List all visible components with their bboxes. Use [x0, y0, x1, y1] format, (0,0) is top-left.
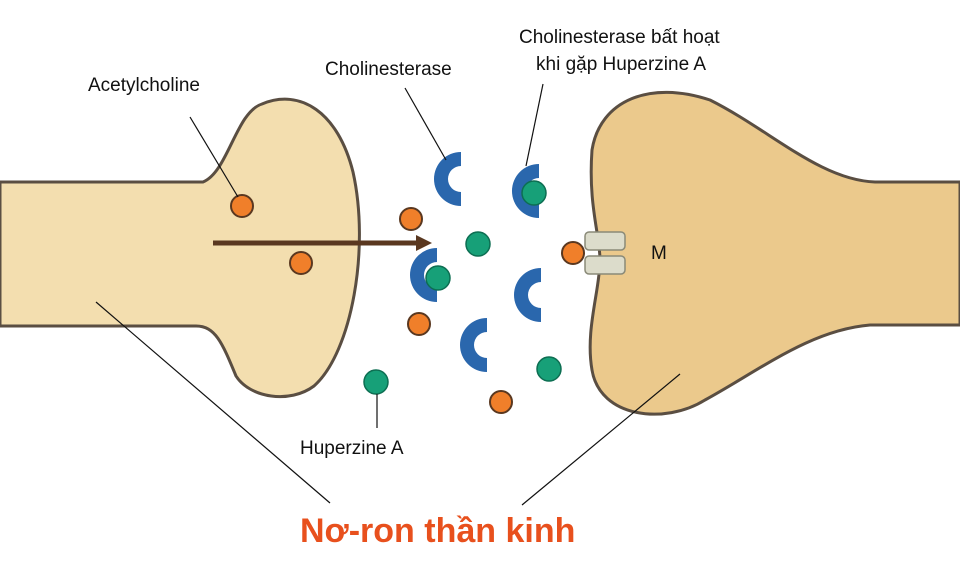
receptor-channel	[584, 231, 626, 275]
label-cholinesterase: Cholinesterase	[325, 59, 452, 80]
huperzine-molecule	[363, 369, 389, 395]
signal-arrow-head	[416, 235, 432, 251]
acetylcholine-molecule	[230, 194, 254, 218]
leader-acetylcholine	[189, 116, 239, 198]
huperzine-molecule	[425, 265, 451, 291]
leader-neuron-left	[95, 301, 331, 504]
label-acetylcholine: Acetylcholine	[88, 75, 200, 96]
leader-neuron-right	[521, 373, 681, 506]
cholinesterase-enzyme	[410, 248, 437, 302]
huperzine-molecule	[536, 356, 562, 382]
acetylcholine-molecule	[489, 390, 513, 414]
label-inactive-cholinesterase-line2: khi gặp Huperzine A	[536, 54, 706, 75]
label-inactive-cholinesterase-line1: Cholinesterase bất hoạt	[519, 27, 720, 48]
acetylcholine-molecule	[561, 241, 585, 265]
acetylcholine-molecule	[399, 207, 423, 231]
presynaptic-neuron	[0, 97, 361, 399]
acetylcholine-molecule	[289, 251, 313, 275]
leader-inactive-cholinesterase	[525, 83, 544, 167]
leader-cholinesterase	[404, 87, 447, 161]
cholinesterase-enzyme	[434, 152, 461, 206]
label-receptor: M	[651, 243, 667, 264]
cholinesterase-enzyme	[514, 268, 541, 322]
acetylcholine-molecule	[407, 312, 431, 336]
title-neuron: Nơ-ron thần kinh	[300, 512, 575, 550]
postsynaptic-neuron	[588, 90, 960, 416]
label-huperzine: Huperzine A	[300, 438, 404, 459]
cholinesterase-enzyme	[460, 318, 487, 372]
huperzine-molecule	[465, 231, 491, 257]
huperzine-molecule	[521, 180, 547, 206]
